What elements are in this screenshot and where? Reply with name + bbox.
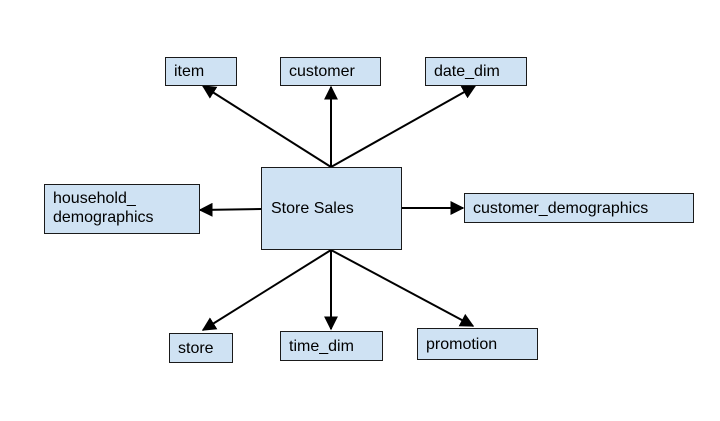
node-date-dim: date_dim: [425, 57, 527, 86]
node-store: store: [169, 333, 233, 363]
node-customer: customer: [280, 57, 381, 86]
node-store-sales: Store Sales: [261, 167, 402, 250]
edge-to-date-dim: [330, 85, 477, 168]
edge-to-promotion: [330, 249, 475, 327]
node-time-dim: time_dim: [280, 331, 383, 361]
node-promotion: promotion: [417, 328, 538, 360]
node-customer-demographics: customer_demographics: [464, 193, 694, 223]
node-item: item: [165, 57, 237, 86]
node-household-demographics: household_ demographics: [44, 184, 200, 234]
edge-to-item: [201, 85, 332, 168]
edge-to-store: [201, 249, 332, 331]
edge-to-household-demographics: [198, 202, 262, 217]
